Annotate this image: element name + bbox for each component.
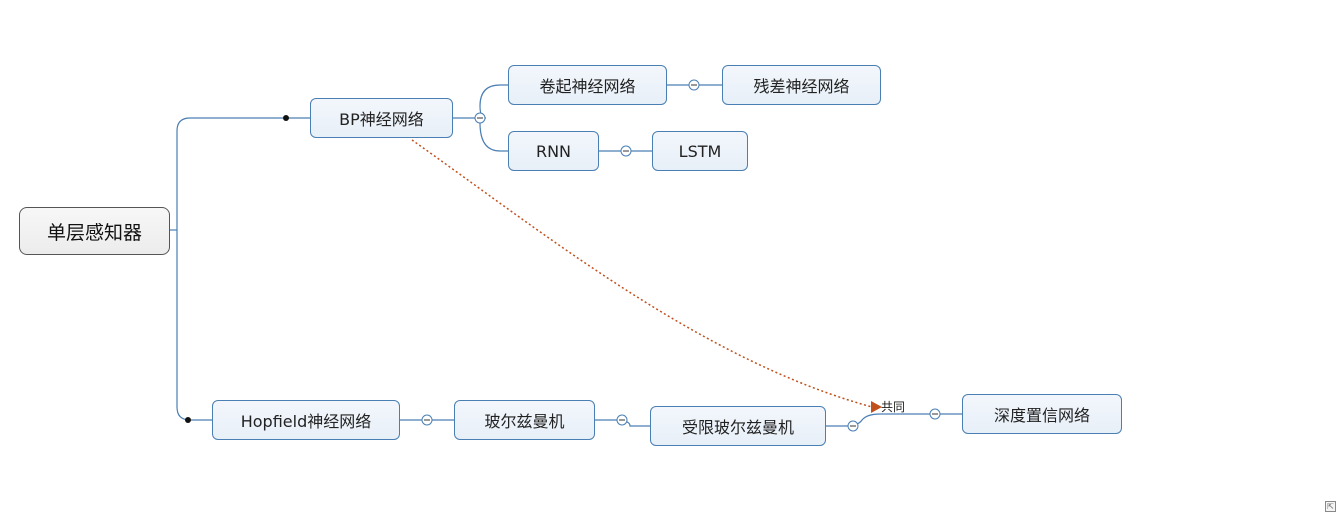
collapse-minus-icon — [688, 79, 700, 91]
relationship-arrowhead — [871, 401, 882, 413]
connector-root-to-bp — [176, 117, 310, 230]
node-resnet[interactable]: 残差神经网络 — [722, 65, 881, 105]
collapse-minus-icon — [421, 414, 433, 426]
collapse-minus-icon — [616, 414, 628, 426]
branch-dot-icon — [283, 115, 289, 121]
node-cnn[interactable]: 卷起神经网络 — [508, 65, 667, 105]
node-rnn[interactable]: RNN — [508, 131, 599, 171]
node-boltzmann[interactable]: 玻尔兹曼机 — [454, 400, 595, 440]
collapse-minus-icon — [474, 112, 486, 124]
node-dbn[interactable]: 深度置信网络 — [962, 394, 1122, 434]
resize-corner-icon[interactable]: ⇱ — [1325, 501, 1336, 512]
relationship-label[interactable]: 共同 — [881, 400, 906, 414]
branch-dot-icon — [185, 417, 191, 423]
connector-bp-to-cnn — [479, 84, 508, 119]
collapse-minus-icon — [929, 408, 941, 420]
node-hopfield[interactable]: Hopfield神经网络 — [212, 400, 400, 440]
node-lstm[interactable]: LSTM — [652, 131, 748, 171]
node-bp[interactable]: BP神经网络 — [310, 98, 453, 138]
connector-bp-to-rnn — [479, 122, 508, 152]
node-root[interactable]: 单层感知器 — [19, 207, 170, 255]
connector-root-to-hopfield — [176, 230, 212, 421]
collapse-minus-icon — [847, 420, 859, 432]
connector-rbm-to-dbn — [826, 413, 962, 427]
collapse-minus-icon — [620, 145, 632, 157]
node-rbm[interactable]: 受限玻尔兹曼机 — [650, 406, 826, 446]
relationship-line — [411, 139, 873, 408]
